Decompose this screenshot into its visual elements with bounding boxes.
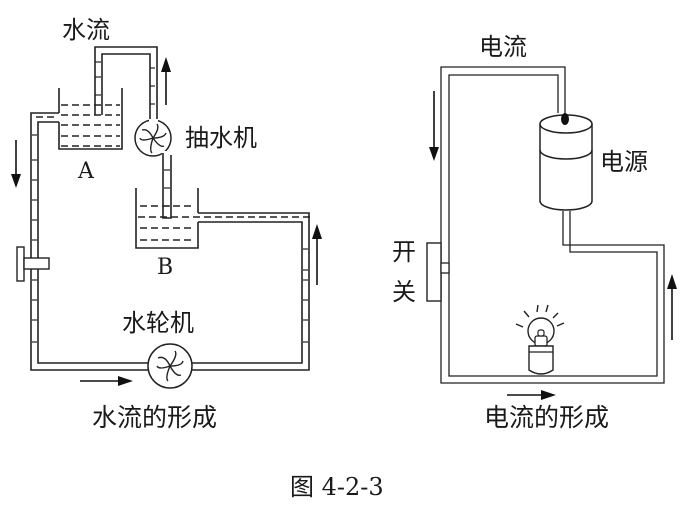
water-diagram-title: 水流的形成 <box>92 403 217 432</box>
upper-pipe <box>94 46 158 126</box>
container-a-label: A <box>77 159 95 184</box>
container-b-label: B <box>157 255 173 280</box>
figure-caption: 图 4-2-3 <box>290 473 384 501</box>
right-pipe <box>192 212 310 371</box>
current-label: 电流 <box>479 33 527 61</box>
container-b <box>135 188 310 249</box>
current-arrow-up <box>667 274 677 340</box>
pump-outlet-pipe <box>162 153 172 219</box>
flow-arrow-up <box>312 224 322 285</box>
current-arrow-right <box>507 390 556 400</box>
turbine-label: 水轮机 <box>122 309 194 337</box>
valve-icon <box>16 246 50 282</box>
switch-label-bottom: 关 <box>392 278 416 306</box>
pump-fan-icon <box>134 119 172 159</box>
flow-arrow-down <box>11 140 21 188</box>
light-bulb-icon <box>515 304 565 375</box>
water-flow-diagram: 水流 抽水机 A B 水轮机 水流的形成 <box>11 16 322 432</box>
turbine-fan-icon <box>147 343 193 389</box>
power-source-label: 电源 <box>600 148 648 176</box>
flow-arrow-up-pump <box>161 57 171 105</box>
switch-icon <box>426 242 450 302</box>
circuit-diagram: 电流 电源 开 关 电流的形成 <box>392 33 677 432</box>
container-a <box>58 88 123 150</box>
left-pipe <box>30 112 148 371</box>
battery-icon <box>539 113 593 211</box>
circuit-diagram-title: 电流的形成 <box>484 403 609 432</box>
switch-label-top: 开 <box>392 238 416 266</box>
flow-arrow-right <box>80 376 133 386</box>
pump-label: 抽水机 <box>185 124 257 152</box>
current-arrow-down <box>429 91 439 161</box>
water-flow-label: 水流 <box>62 16 110 44</box>
circuit-wires <box>440 66 665 384</box>
